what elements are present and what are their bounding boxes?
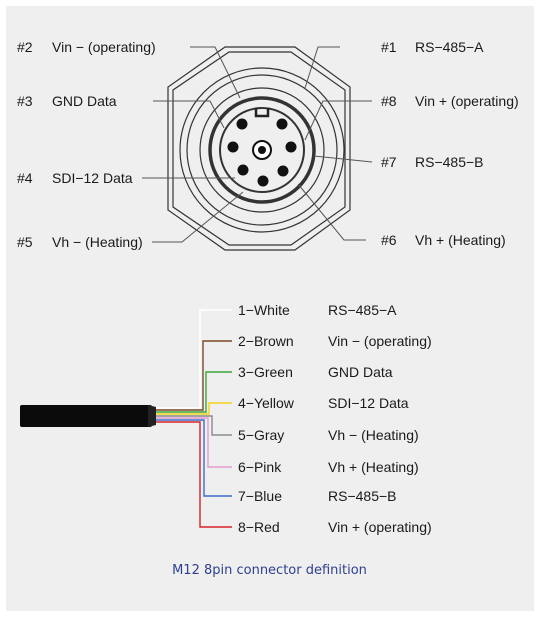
wire-label-4: 4−Yellow bbox=[238, 395, 294, 411]
leader-pin-2 bbox=[190, 46, 241, 99]
pin-label-2-number: #2 bbox=[17, 39, 33, 55]
leader-lines bbox=[142, 46, 373, 243]
cable bbox=[20, 405, 156, 427]
wire-label-7: 7−Blue bbox=[238, 488, 282, 504]
leader-pin-7 bbox=[313, 155, 373, 163]
pin-3 bbox=[227, 141, 239, 153]
pin-label-8-signal: Vin + (operating) bbox=[415, 93, 519, 109]
pin-label-6-signal: Vh + (Heating) bbox=[415, 232, 506, 248]
pin-1 bbox=[276, 118, 288, 130]
pin-8-core bbox=[258, 146, 266, 154]
wire-label-1: 1−White bbox=[238, 302, 290, 318]
leader-pin-8 bbox=[304, 100, 372, 141]
leader-pin-5 bbox=[152, 191, 244, 243]
connector-face bbox=[208, 96, 316, 204]
connector-ring-2 bbox=[186, 74, 338, 226]
leader-pin-3 bbox=[153, 100, 225, 129]
pin-label-1-signal: RS−485−A bbox=[415, 39, 484, 55]
diagram-canvas bbox=[6, 6, 534, 611]
wire-signal-1: RS−485−A bbox=[328, 302, 397, 318]
wire-5 bbox=[156, 415, 232, 436]
cable-jacket bbox=[20, 405, 152, 427]
connector-pins bbox=[227, 108, 297, 187]
wire-1 bbox=[156, 309, 232, 409]
pin-2 bbox=[236, 118, 248, 130]
wire-4 bbox=[156, 402, 232, 415]
wire-signal-7: RS−485−B bbox=[328, 488, 397, 504]
pin-label-5-signal: Vh − (Heating) bbox=[52, 234, 143, 250]
pin-label-4-signal: SDI−12 Data bbox=[52, 170, 133, 186]
pin-label-7-signal: RS−485−B bbox=[415, 154, 484, 170]
wire-label-8: 8−Red bbox=[238, 519, 280, 535]
wire-signal-3: GND Data bbox=[328, 364, 393, 380]
pin-label-2-signal: Vin − (operating) bbox=[52, 39, 156, 55]
wire-signal-4: SDI−12 Data bbox=[328, 395, 409, 411]
diagram-caption: M12 8pin connector definition bbox=[172, 563, 367, 578]
cable-jacket-end bbox=[148, 405, 156, 427]
wire-3 bbox=[156, 371, 232, 413]
wire-2 bbox=[156, 340, 232, 411]
connector-ring-3 bbox=[199, 87, 325, 213]
wire-signal-5: Vh − (Heating) bbox=[328, 427, 419, 443]
pin-label-5-number: #5 bbox=[17, 234, 33, 250]
pin-label-1-number: #1 bbox=[381, 39, 397, 55]
pin-label-3-signal: GND Data bbox=[52, 93, 117, 109]
hex-nut-inner bbox=[172, 51, 346, 246]
pin-label-8-number: #8 bbox=[381, 93, 397, 109]
pin-label-7-number: #7 bbox=[381, 154, 397, 170]
pin-4 bbox=[237, 164, 249, 176]
pin-label-6-number: #6 bbox=[381, 232, 397, 248]
wire-8 bbox=[156, 421, 232, 528]
pin-5 bbox=[257, 175, 269, 187]
wire-signal-6: Vh + (Heating) bbox=[328, 459, 419, 475]
wire-label-6: 6−Pink bbox=[238, 459, 282, 475]
pin-label-3-number: #3 bbox=[17, 93, 33, 109]
wire-signal-8: Vin + (operating) bbox=[328, 519, 432, 535]
pin-7 bbox=[285, 141, 297, 153]
wire-signal-2: Vin − (operating) bbox=[328, 333, 432, 349]
wire-label-5: 5−Gray bbox=[238, 427, 285, 443]
pin-label-4-number: #4 bbox=[17, 170, 33, 186]
pin-6 bbox=[277, 165, 289, 177]
wire-7 bbox=[156, 419, 232, 497]
leader-pin-6 bbox=[297, 183, 366, 241]
connector-insert bbox=[219, 107, 305, 193]
wire-6 bbox=[156, 417, 232, 468]
keyway bbox=[254, 108, 270, 118]
wire-bundle bbox=[156, 309, 232, 528]
wire-label-2: 2−Brown bbox=[238, 333, 294, 349]
wire-label-3: 3−Green bbox=[238, 364, 293, 380]
connector-ring-outer bbox=[179, 67, 345, 233]
leader-pin-1 bbox=[304, 46, 340, 89]
